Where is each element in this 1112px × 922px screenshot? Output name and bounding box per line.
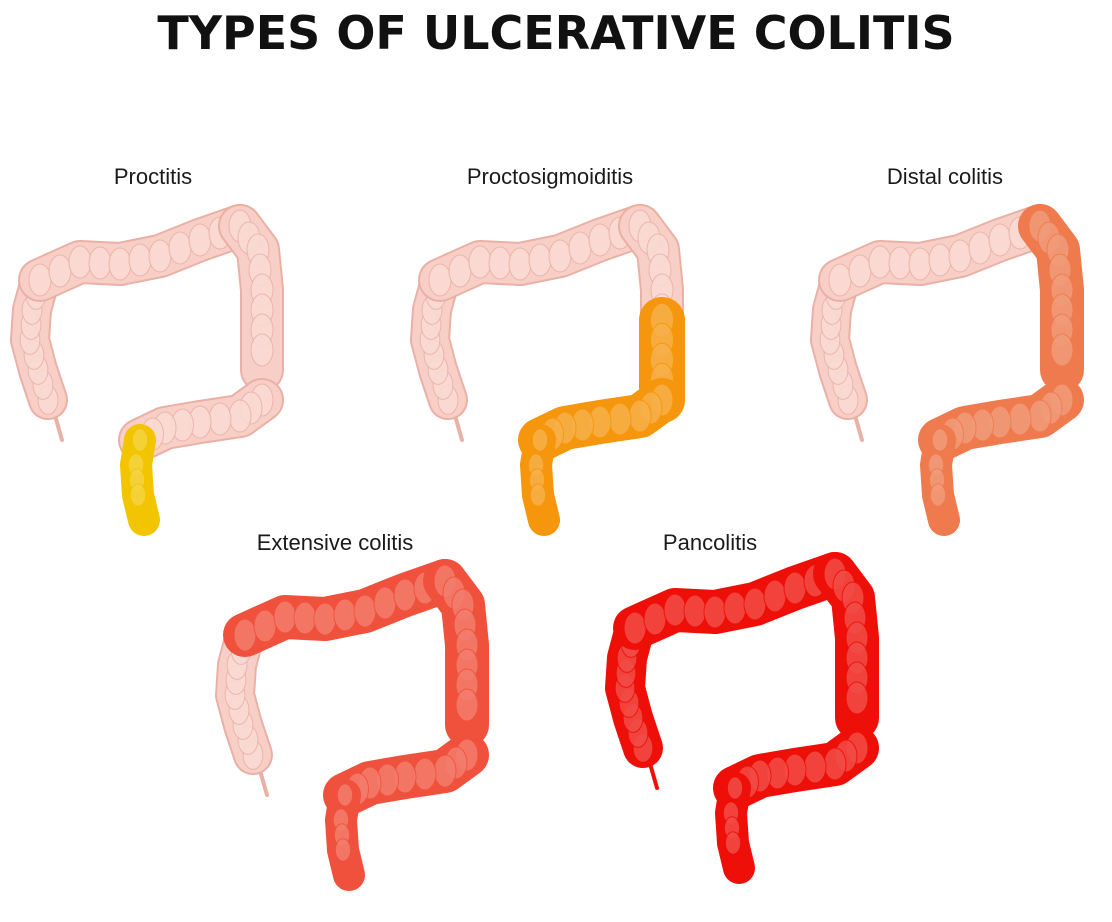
colon-diagram-proctitis: [10, 204, 284, 536]
colon-diagram-extensive-colitis: [215, 559, 489, 891]
panel-label-pancolitis: Pancolitis: [662, 530, 758, 555]
page-title: TYPES OF ULCERATIVE COLITIS: [157, 6, 955, 60]
colon-segment-transverse: [613, 552, 857, 650]
colon-segment-descending: [423, 559, 489, 747]
colon-segment-sigmoid: [918, 378, 1084, 462]
colon-diagram-distal-colitis: [810, 204, 1084, 536]
colon-segment-descending: [813, 552, 879, 740]
colon-segment-sigmoid: [518, 378, 684, 462]
colon-segment-descending: [218, 204, 284, 392]
colon-segment-rectum: [120, 424, 160, 536]
panel-label-proctitis: Proctitis: [113, 164, 193, 189]
colon-segment-transverse: [18, 204, 262, 302]
colon-diagram-proctosigmoiditis: [410, 204, 685, 536]
colon-segment-sigmoid: [323, 733, 489, 817]
panel-label-extensive-colitis: Extensive colitis: [256, 530, 414, 555]
colon-segment-descending: [1018, 204, 1084, 392]
colon-segment-rectum: [920, 424, 960, 536]
panel-label-distal-colitis: Distal colitis: [886, 164, 1004, 189]
colon-segment-sigmoid: [118, 378, 284, 462]
colon-segment-transverse: [418, 204, 662, 302]
colon-segment-rectum: [715, 772, 755, 884]
colon-segment-transverse: [223, 559, 467, 657]
colon-segment-rectum: [520, 424, 560, 536]
colon-segment-sigmoid: [713, 726, 879, 810]
colon-segment-rectum: [325, 779, 365, 891]
colon-diagram-pancolitis: [605, 552, 879, 884]
panel-label-proctosigmoiditis: Proctosigmoiditis: [466, 164, 634, 189]
colon-segment-transverse: [818, 204, 1062, 302]
